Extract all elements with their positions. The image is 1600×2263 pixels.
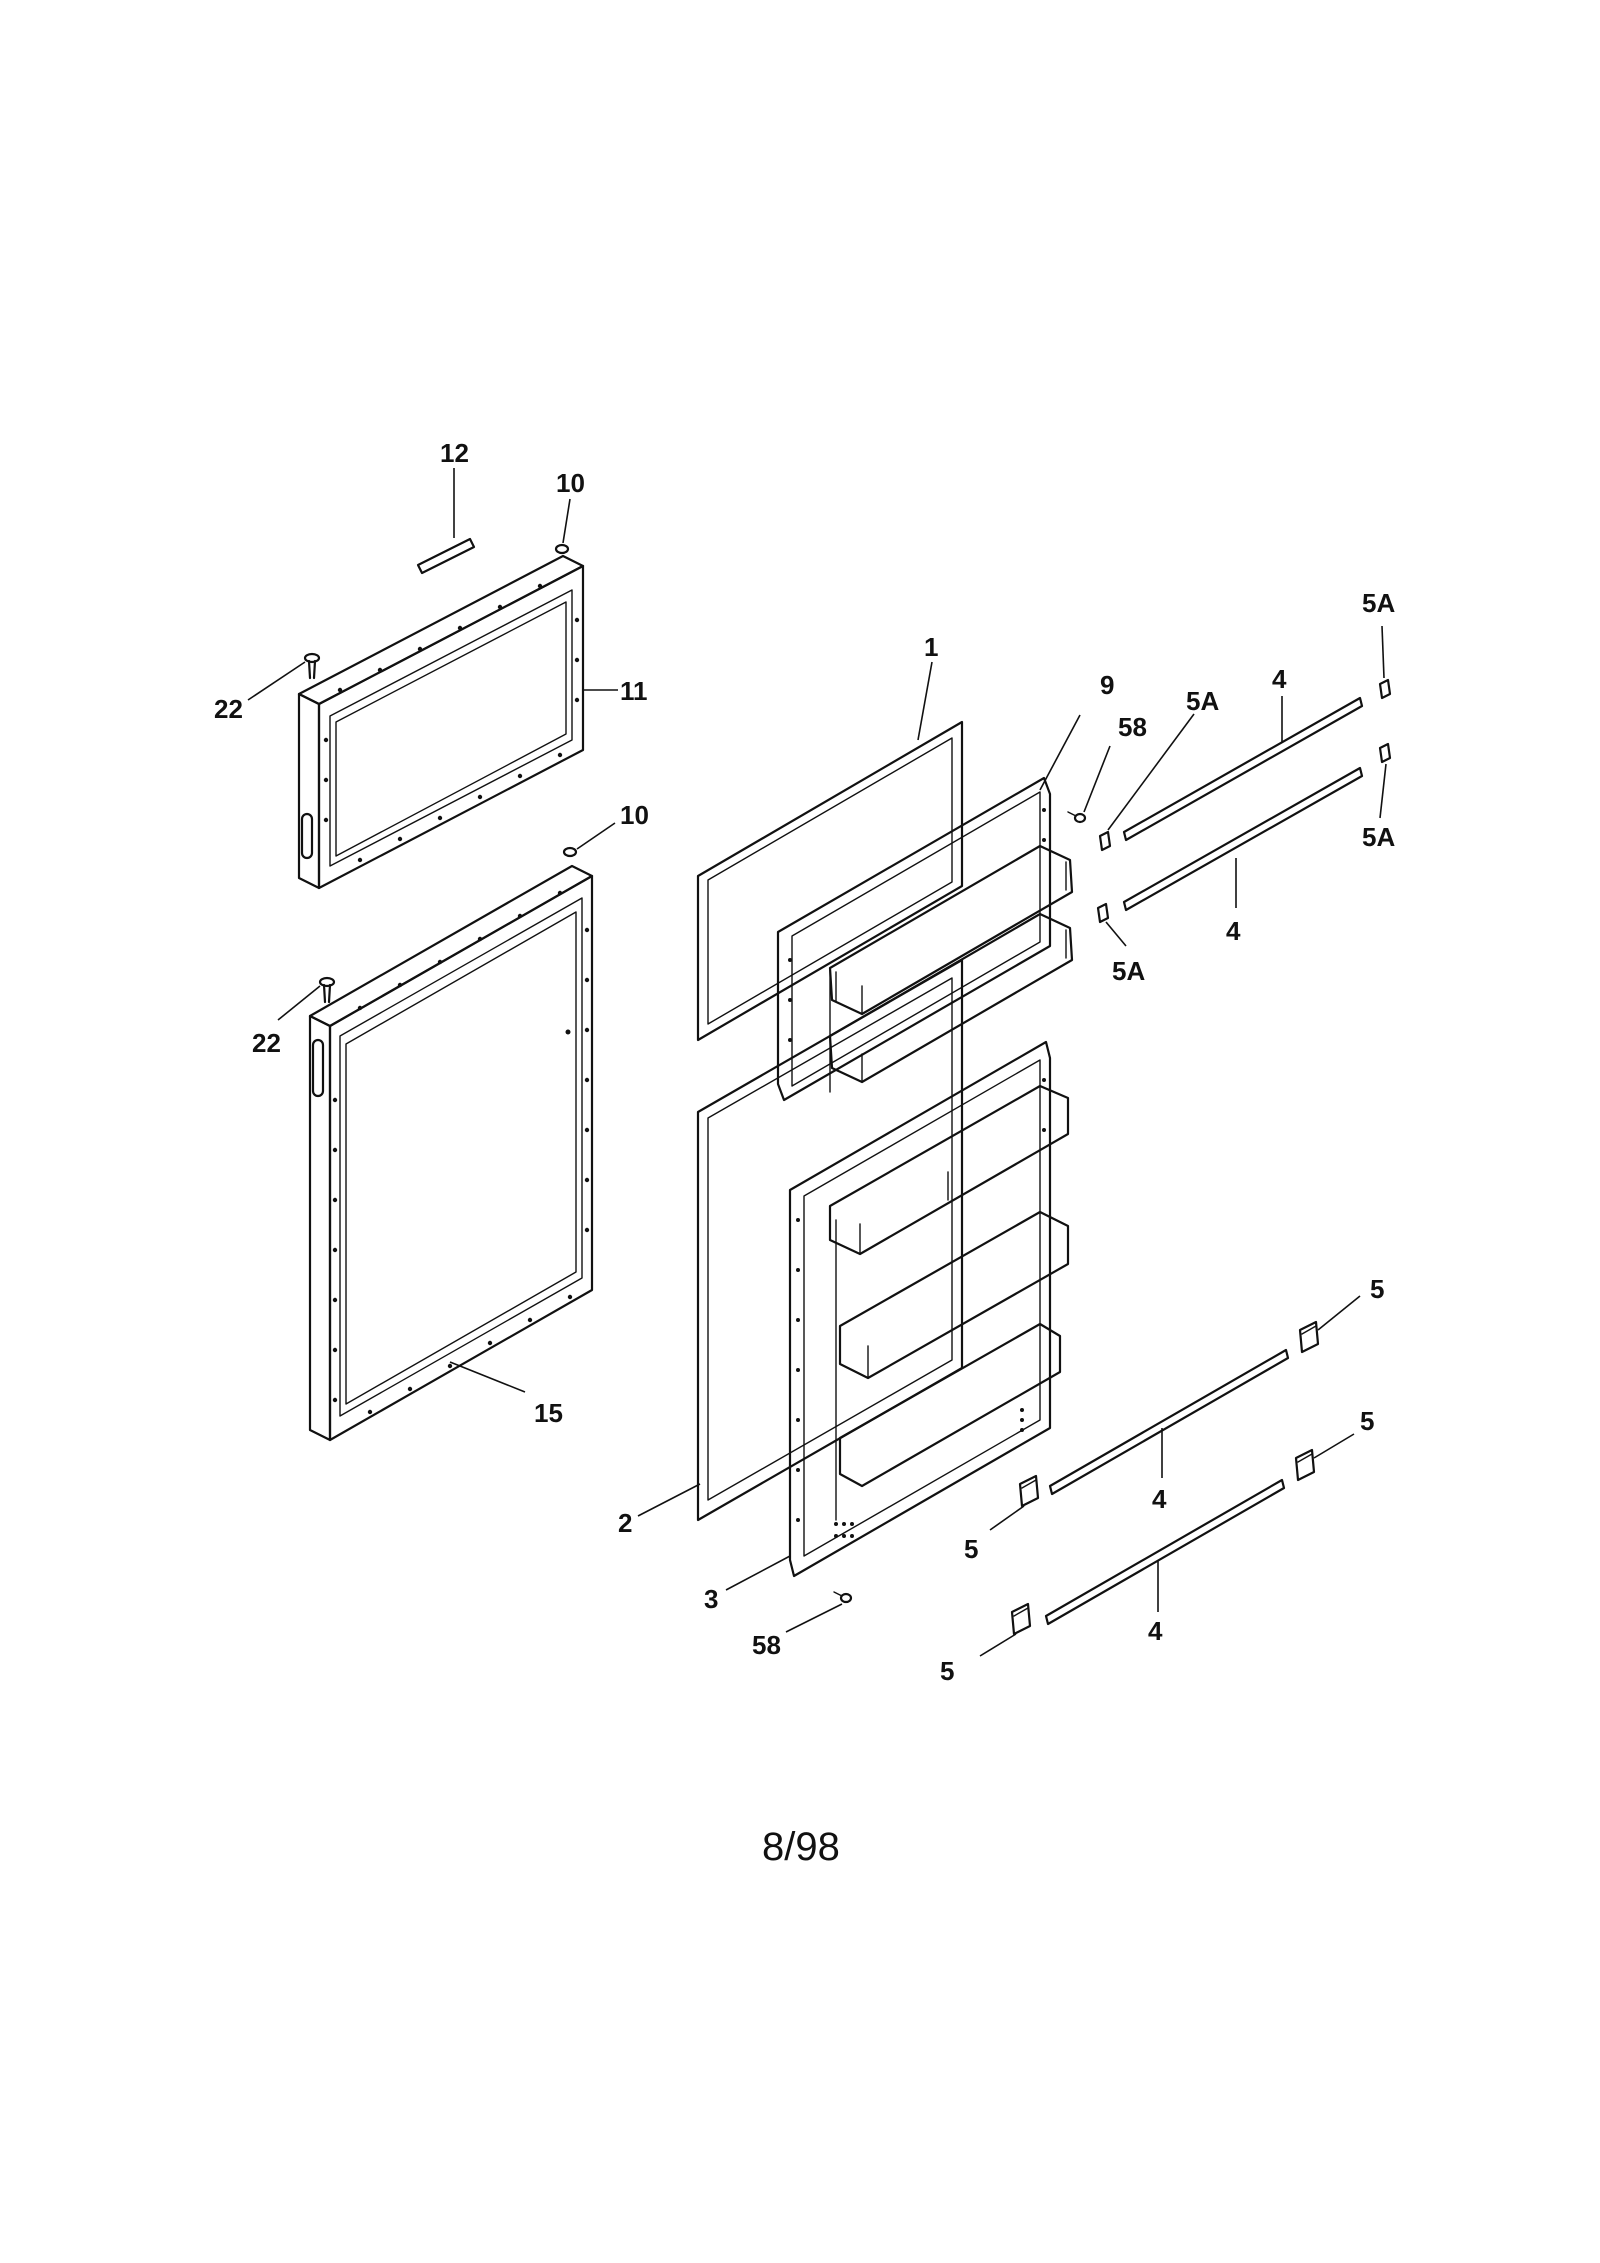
callout-11: 11 xyxy=(620,676,648,706)
callout-10-mid: 10 xyxy=(620,800,649,830)
part-58-screw-bottom xyxy=(785,1591,853,1633)
callout-15: 15 xyxy=(534,1398,563,1428)
part-5-cap-right-a xyxy=(1298,1295,1361,1354)
part-5-cap-left-b xyxy=(979,1602,1032,1657)
part-3-fresh-food-door-liner xyxy=(725,1040,1070,1591)
part-5a-clip-lower-left xyxy=(1096,902,1127,947)
part-4-bar-upper-a xyxy=(1122,696,1364,842)
part-1-freezer-gasket xyxy=(696,661,964,1042)
callout-5-left-a: 5 xyxy=(964,1534,978,1564)
callout-58-top: 58 xyxy=(1118,712,1147,742)
callout-58-bottom: 58 xyxy=(752,1630,781,1660)
part-4-bar-lower-b xyxy=(1044,1478,1286,1626)
revision-code: 8/98 xyxy=(762,1825,840,1869)
callout-5a-upper-left: 5A xyxy=(1186,686,1219,716)
part-2-fresh-food-gasket xyxy=(637,958,964,1522)
part-58-screw-top xyxy=(1067,745,1111,824)
part-22-screw-mid xyxy=(277,976,336,1021)
part-5a-clip-upper-right-b xyxy=(1378,742,1392,819)
part-5-cap-left-a xyxy=(989,1474,1040,1531)
callout-4-upper-b: 4 xyxy=(1226,916,1241,946)
callout-4-upper-a: 4 xyxy=(1272,664,1287,694)
part-10-plug-mid xyxy=(562,822,616,858)
part-11-freezer-door-frame xyxy=(297,554,618,890)
part-5a-clip-upper-left xyxy=(1098,713,1195,852)
part-4-bar-lower-a xyxy=(1048,1348,1290,1496)
callout-22-top: 22 xyxy=(214,694,243,724)
callout-9: 9 xyxy=(1100,670,1114,700)
callout-10-top: 10 xyxy=(556,468,585,498)
callout-5-right-a: 5 xyxy=(1370,1274,1384,1304)
part-10-plug-top xyxy=(554,498,571,555)
part-15-fresh-food-door-frame xyxy=(308,864,594,1442)
part-22-screw-top xyxy=(247,652,321,701)
callout-2: 2 xyxy=(618,1508,632,1538)
callout-labels: 12 10 22 11 10 22 15 1 9 58 5A 4 5A 5A 4… xyxy=(214,438,1395,1686)
callout-5a-lower-left: 5A xyxy=(1112,956,1145,986)
callout-1: 1 xyxy=(924,632,938,662)
callout-5a-upper-right-b: 5A xyxy=(1362,822,1395,852)
part-4-bar-upper-b xyxy=(1122,766,1364,912)
callout-5a-upper-right-a: 5A xyxy=(1362,588,1395,618)
part-5-cap-right-b xyxy=(1294,1433,1355,1482)
callout-12: 12 xyxy=(440,438,469,468)
part-5a-clip-upper-right-a xyxy=(1378,625,1392,700)
part-9-freezer-door-liner xyxy=(776,714,1081,1102)
callout-4-lower-b: 4 xyxy=(1148,1616,1163,1646)
callout-3: 3 xyxy=(704,1584,718,1614)
part-12-plate xyxy=(416,468,476,575)
callout-4-lower-a: 4 xyxy=(1152,1484,1167,1514)
callout-22-mid: 22 xyxy=(252,1028,281,1058)
callout-5-left-b: 5 xyxy=(940,1656,954,1686)
callout-5-right-b: 5 xyxy=(1360,1406,1374,1436)
